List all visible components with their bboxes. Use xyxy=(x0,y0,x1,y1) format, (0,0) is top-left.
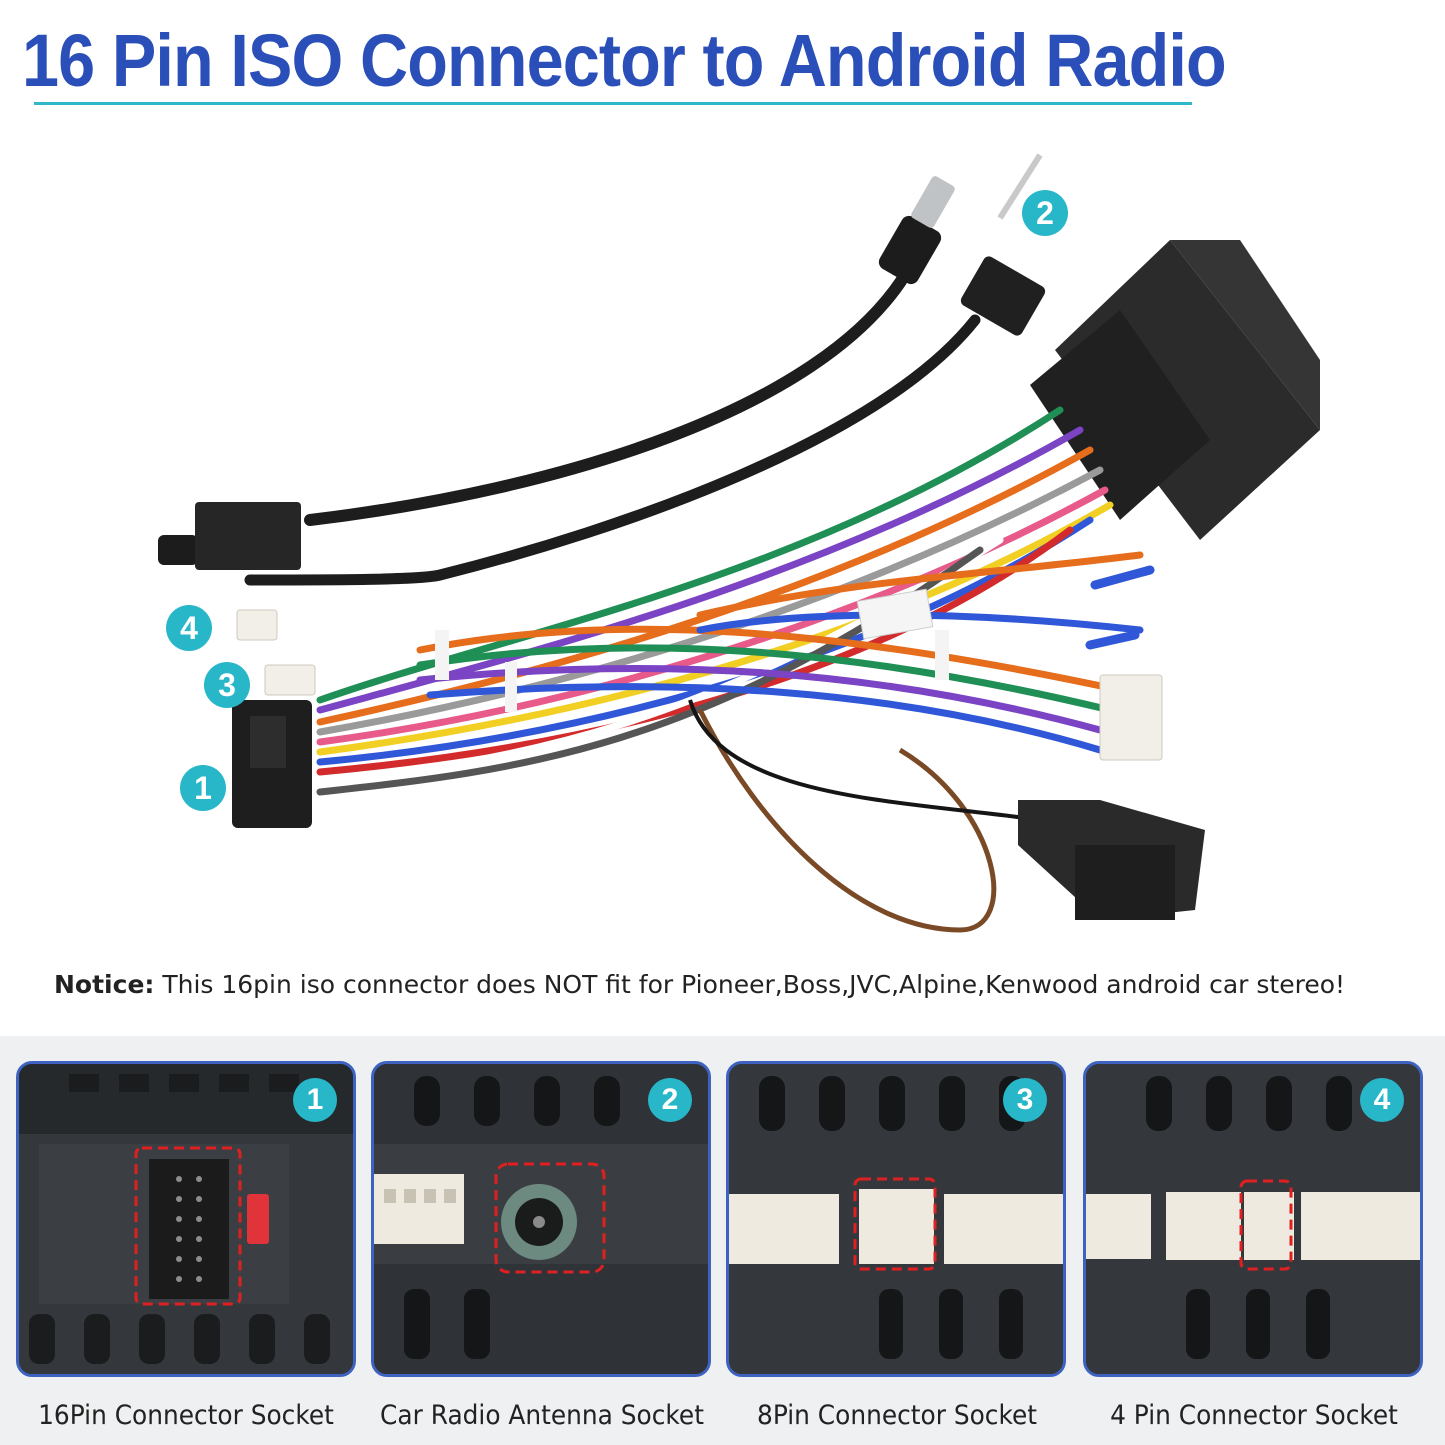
harness-drawing xyxy=(158,153,1320,933)
callout-badge-3: 3 xyxy=(204,662,250,708)
notice-label: Notice: xyxy=(54,970,155,999)
car-side-connector xyxy=(1030,240,1320,540)
caption-4pin-socket: 4 Pin Connector Socket xyxy=(1110,1400,1398,1431)
notice-text: This 16pin iso connector does NOT fit fo… xyxy=(154,970,1346,999)
panel-antenna-socket: 2 xyxy=(371,1061,711,1377)
antenna-plug xyxy=(878,153,1043,285)
callout-badge-1: 1 xyxy=(180,765,226,811)
caption-antenna-socket: Car Radio Antenna Socket xyxy=(380,1400,704,1431)
callout-badge-4: 4 xyxy=(166,605,212,651)
panel-4pin-socket: 4 xyxy=(1083,1061,1423,1377)
iso-16pin-plug xyxy=(232,700,312,828)
page-title: 16 Pin ISO Connector to Android Radio xyxy=(22,19,1227,102)
harness-illustration: 2 4 3 1 xyxy=(0,110,1445,960)
photo-8pin-socket xyxy=(729,1064,1063,1374)
panel-8pin-socket: 3 xyxy=(726,1061,1066,1377)
panel-badge-4: 4 xyxy=(1360,1078,1404,1122)
caption-8pin-socket: 8Pin Connector Socket xyxy=(757,1400,1037,1431)
callout-badge-2: 2 xyxy=(1022,190,1068,236)
photo-antenna-socket xyxy=(374,1064,708,1374)
panel-badge-2: 2 xyxy=(648,1078,692,1122)
panel-badge-1: 1 xyxy=(293,1078,337,1122)
panel-16pin-socket: 1 xyxy=(16,1061,356,1377)
compatibility-notice: Notice: This 16pin iso connector does NO… xyxy=(54,970,1345,999)
photo-4pin-socket xyxy=(1086,1064,1420,1374)
panel-badge-3: 3 xyxy=(1003,1078,1047,1122)
title-underline xyxy=(34,102,1192,105)
caption-16pin-socket: 16Pin Connector Socket xyxy=(38,1400,334,1431)
